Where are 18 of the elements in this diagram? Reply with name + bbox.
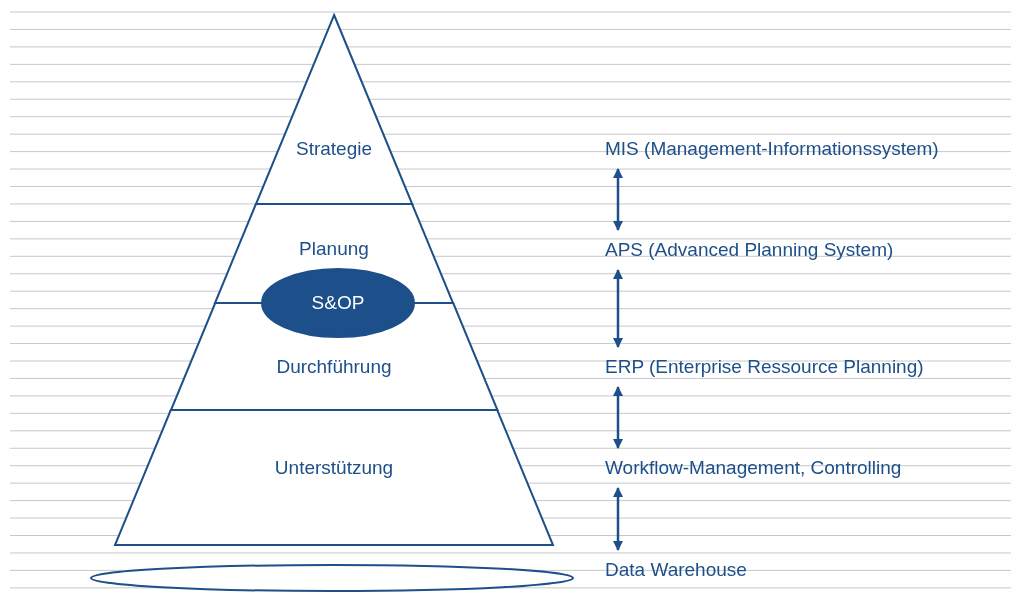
pyramid-layer (255, 15, 413, 204)
double-arrow (613, 487, 623, 551)
layer-label: Strategie (295, 138, 372, 160)
process-ellipse (261, 268, 415, 338)
base-ellipse (90, 564, 574, 592)
layer-label: Durchführung (276, 356, 392, 378)
double-arrow (613, 168, 623, 231)
system-label: MIS (Management-Informationssystem) (605, 129, 939, 169)
double-arrow (613, 269, 623, 348)
system-label: Workflow-Management, Controlling (605, 448, 902, 488)
system-label: APS (Advanced Planning System) (605, 230, 894, 270)
system-label: Data Warehouse (605, 550, 747, 590)
layer-label: Unterstützung (274, 457, 394, 479)
layer-label: Planung (299, 238, 369, 260)
double-arrow (613, 386, 623, 449)
system-label: ERP (Enterprise Ressource Planning) (605, 347, 924, 387)
pyramid-layer (115, 410, 553, 545)
ellipse-label: S&OP (311, 292, 365, 314)
